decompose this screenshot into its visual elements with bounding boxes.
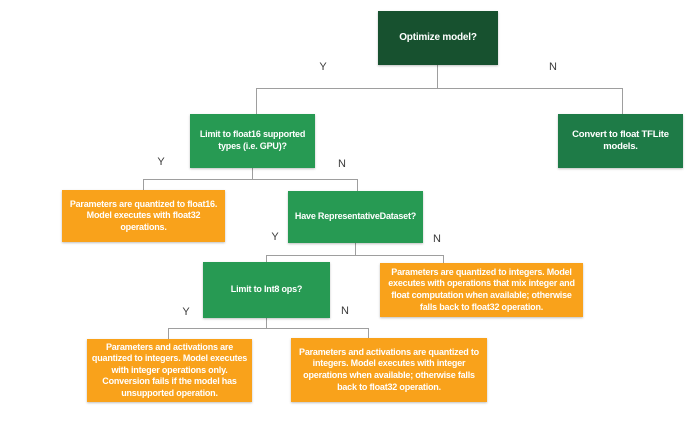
branch-label-no-optimize: N [549,61,557,73]
connector-dataset-yes-drop [266,255,267,262]
node-optimize-model-label: Optimize model? [399,31,477,43]
branch-label-no-dataset: N [433,233,441,245]
connector-float16-branch [143,179,358,180]
node-limit-int8-ops-label: Limit to Int8 ops? [230,284,303,295]
node-result-integer-fallback-label: Parameters and activations are quantized… [299,346,479,392]
connector-int8-branch [168,328,369,329]
node-convert-float-tflite: Convert to float TFLite models. [558,114,683,168]
node-optimize-model: Optimize model? [378,11,498,65]
node-result-quantized-float16: Parameters are quantized to float16. Mod… [62,190,225,242]
branch-label-yes-int8: Y [182,306,190,318]
branch-label-no-float16: N [338,158,346,170]
connector-dataset-no-drop [443,255,444,263]
node-have-representative-dataset-label: Have RepresentativeDataset? [294,211,417,222]
node-result-quantized-mixed: Parameters are quantized to integers. Mo… [380,263,583,317]
branch-label-yes-float16: Y [157,156,165,168]
branch-label-no-int8: N [341,305,349,317]
node-result-integer-only: Parameters and activations are quantized… [87,339,252,402]
connector-float16-no-drop [357,179,358,191]
node-result-integer-fallback: Parameters and activations are quantized… [291,338,487,402]
connector-dataset-stem [355,243,356,255]
node-result-quantized-float16-label: Parameters are quantized to float16. Mod… [69,198,218,232]
connector-int8-stem [266,318,267,328]
node-result-quantized-mixed-label: Parameters are quantized to integers. Mo… [388,266,575,312]
branch-label-yes-dataset: Y [271,231,279,243]
node-limit-int8-ops: Limit to Int8 ops? [203,262,330,318]
connector-optimize-branch [256,88,623,89]
node-limit-float16: Limit to float16 supported types (i.e. G… [190,114,315,168]
node-convert-float-tflite-label: Convert to float TFLite models. [572,128,669,152]
connector-int8-no-drop [368,328,369,338]
connector-float16-stem [252,168,253,179]
node-limit-float16-label: Limit to float16 supported types (i.e. G… [199,129,306,151]
node-have-representative-dataset: Have RepresentativeDataset? [288,191,423,243]
node-result-integer-only-label: Parameters and activations are quantized… [91,341,248,398]
connector-dataset-branch [266,255,444,256]
connector-optimize-stem [437,65,438,88]
connector-int8-yes-drop [168,328,169,339]
branch-label-yes-optimize: Y [319,61,327,73]
connector-float16-yes-drop [143,179,144,190]
connector-optimize-no-drop [622,88,623,114]
connector-optimize-yes-drop [256,88,257,114]
